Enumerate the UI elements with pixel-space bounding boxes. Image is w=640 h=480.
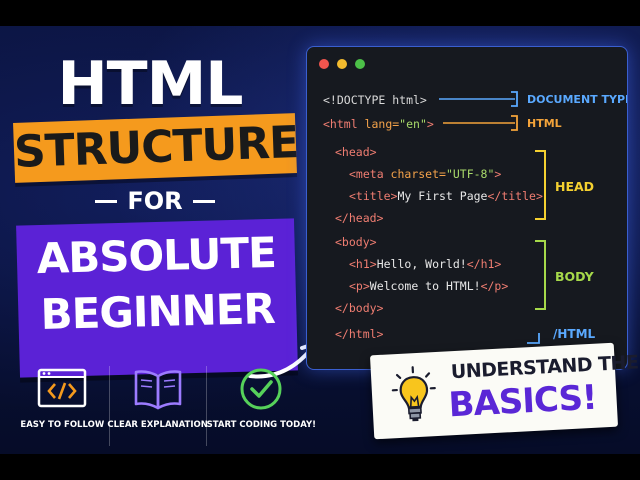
body-bracket [535,240,546,310]
code-line-body-close: </body> [335,301,384,315]
html-bracket [511,115,518,131]
code-line-title: <title>My First Page</title> [349,189,543,203]
label-document-type: DOCUMENT TYPE [527,93,628,106]
feature-label: EASY TO FOLLOW [20,420,105,430]
close-dot-icon [319,59,329,69]
code-line-body-open: <body> [335,235,377,249]
headline-html: HTML [57,49,243,119]
feature-start: START CODING TODAY! [207,366,316,446]
code-line-p: <p>Welcome to HTML!</p> [349,279,509,293]
structure-brackets [439,91,546,344]
checkmark-circle-icon [240,368,282,410]
window-titlebar [307,47,627,79]
end-html-bracket [527,333,540,344]
headline-structure: STRUCTURE [13,117,300,178]
headline-absolute-beginner: ABSOLUTE BEGINNER [17,224,298,343]
divider-line-right [192,199,215,203]
feature-easy: EASY TO FOLLOW [16,366,110,446]
label-end-html: /HTML [553,327,596,341]
headline-absolute: ABSOLUTE [36,227,277,284]
understand-basics-badge: UNDERSTAND THE BASICS! [369,342,639,440]
feature-label: START CODING TODAY! [206,420,316,430]
feature-label: CLEAR EXPLANATION [107,420,208,430]
code-line-meta: <meta charset="UTF-8"> [349,167,502,181]
code-line-h1: <h1>Hello, World!</h1> [349,257,502,271]
headline-beginner: BEGINNER [40,283,276,340]
headline-for: FOR [127,187,183,215]
divider-line-left [95,199,118,203]
lightbulb-icon [391,366,436,422]
badge-line-understand: UNDERSTAND THE [450,351,639,384]
minimize-dot-icon [337,59,347,69]
for-connector: FOR [80,189,230,213]
head-bracket [535,150,546,220]
code-line-html-close: </html> [335,327,384,341]
feature-clear: CLEAR EXPLANATION [107,366,208,446]
code-editor-window: <!DOCTYPE html> <html lang="en"> <head> … [306,46,628,370]
code-line-head-close: </head> [335,211,384,225]
feature-list: EASY TO FOLLOW CLEAR EXPLANATION START C… [16,366,316,446]
thumbnail-canvas: HTML STRUCTURE FOR ABSOLUTE BEGINNER EAS… [0,26,640,454]
doctype-bracket [511,91,518,107]
code-line-html-open: <html lang="en"> [323,117,434,131]
maximize-dot-icon [355,59,365,69]
label-html: HTML [527,117,562,130]
code-line-doctype: <!DOCTYPE html> [323,93,427,107]
label-head: HEAD [555,179,595,194]
code-window-icon [38,368,87,408]
badge-line-basics: BASICS! [447,377,598,426]
code-line-head-open: <head> [335,145,377,159]
label-body: BODY [555,269,594,284]
open-book-icon [134,370,181,410]
